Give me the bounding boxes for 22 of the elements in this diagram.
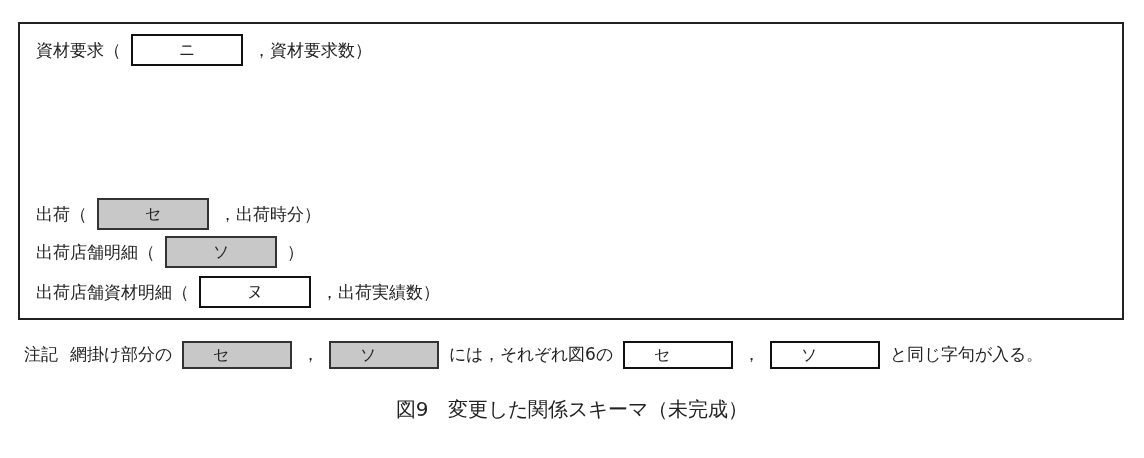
shaded-answer-box: セ [97,198,209,230]
note-text: ， [302,344,319,364]
schema-text: ，資材要求数） [253,40,372,60]
note-text: ， [742,344,760,364]
figure-caption: 図9 変更した関係スキーマ（未完成） [394,396,750,423]
answer-box: セ [622,341,733,369]
note-text: と同じ字句が入る。 [889,344,1043,364]
answer-box: ニ [131,34,243,66]
answer-box: ヌ [199,276,311,308]
note-text: 網掛け部分の [70,344,172,364]
schema-text: 出荷店舗資材明細（ [36,282,189,302]
schema-text: ，出荷実績数） [321,282,440,302]
schema-text: ） [287,242,304,262]
shaded-answer-box: セ [182,341,292,369]
schema-text: 出荷店舗明細（ [36,242,155,262]
note-text: には，それぞれ図6の [449,344,613,364]
shaded-answer-box: ソ [329,341,439,369]
shaded-answer-box: ソ [165,236,277,268]
note-text: 注記 [24,344,58,364]
answer-box: ソ [769,341,880,369]
schema-frame [18,22,1124,320]
schema-text: ，出荷時分） [219,204,321,224]
